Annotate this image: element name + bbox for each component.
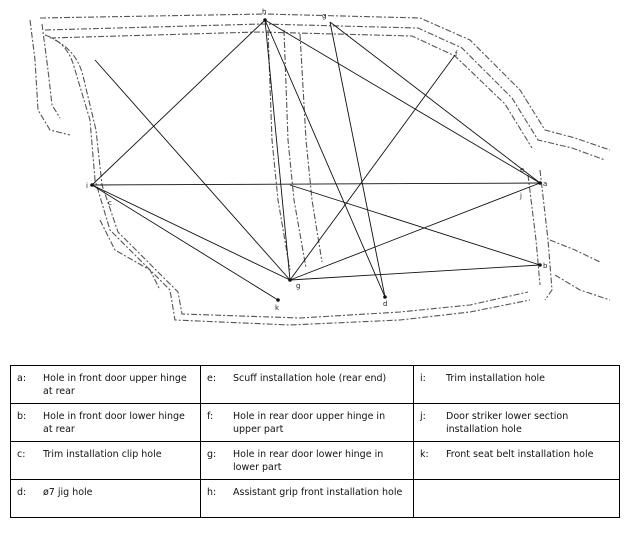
legend-cell-a: a: Hole in front door upper hinge at rear (10, 365, 201, 404)
vehicle-side-outline: h g f i a e j b k c g d (29, 8, 611, 326)
legend-key: a: (17, 373, 27, 384)
point-k-marker (276, 298, 280, 302)
legend-cell-k: k: Front seat belt installation hole (413, 441, 620, 480)
legend-key: f: (207, 411, 214, 422)
legend-key: i: (420, 373, 426, 384)
legend-cell-j: j: Door striker lower section installatio… (413, 403, 620, 442)
point-label-k: k (275, 304, 280, 312)
legend-row: b: Hole in front door lower hinge at rear… (10, 403, 620, 442)
point-label-a: a (543, 180, 547, 188)
legend-desc: Scuff installation hole (rear end) (233, 373, 387, 384)
legend-cell-f: f: Hole in rear door upper hinge in upper… (200, 403, 414, 442)
point-label-b: b (543, 262, 548, 270)
legend-row: d: ø7 jig hole h: Assistant grip front ins… (10, 479, 620, 518)
body-dimension-diagram: h g f i a e j b k c g d (29, 8, 611, 326)
legend-key: e: (207, 373, 217, 384)
measurement-lines (91, 19, 541, 301)
legend-key: h: (207, 487, 217, 498)
legend-desc: Door striker lower section installation … (446, 411, 569, 435)
point-g-marker (288, 278, 292, 282)
legend-cell-e: e: Scuff installation hole (rear end) (200, 365, 414, 404)
legend-key: j: (420, 411, 426, 422)
legend-desc: Assistant grip front installation hole (233, 487, 403, 498)
point-label-e: e (520, 166, 524, 174)
point-label-j: j (519, 192, 522, 200)
legend-desc: Hole in rear door lower hinge in lower p… (233, 449, 384, 473)
point-label-f: f (455, 50, 458, 58)
point-labels: h g f i a e j b k c g d (86, 8, 548, 312)
legend-desc: Hole in front door lower hinge at rear (43, 411, 185, 435)
body-outline (29, 13, 611, 326)
legend-desc: Trim installation clip hole (43, 449, 162, 460)
legend-cell-empty (413, 479, 620, 518)
legend-desc: Hole in front door upper hinge at rear (43, 373, 187, 397)
point-h-marker (263, 18, 267, 22)
point-label-h: h (262, 8, 266, 16)
legend-table: a: Hole in front door upper hinge at rear… (10, 365, 620, 518)
legend-row: a: Hole in front door upper hinge at rear… (10, 365, 620, 404)
legend-cell-d: d: ø7 jig hole (10, 479, 201, 518)
point-label-c: c (108, 199, 112, 207)
legend-desc: Trim installation hole (446, 373, 546, 384)
legend-key: d: (17, 487, 27, 498)
legend-cell-i: i: Trim installation hole (413, 365, 620, 404)
point-b-marker (538, 263, 542, 267)
point-i-marker (90, 183, 94, 187)
legend-cell-b: b: Hole in front door lower hinge at rear (10, 403, 201, 442)
point-d-marker (383, 295, 387, 299)
point-a-marker (538, 181, 542, 185)
legend-key: k: (420, 449, 429, 460)
legend-key: g: (207, 449, 217, 460)
point-label-g-top: g (322, 12, 326, 20)
legend-key: c: (17, 449, 26, 460)
point-label-d: d (383, 300, 387, 308)
point-label-g: g (296, 282, 300, 290)
legend-cell-h: h: Assistant grip front installation hole (200, 479, 414, 518)
legend-cell-g: g: Hole in rear door lower hinge in lower… (200, 441, 414, 480)
legend-desc: Hole in rear door upper hinge in upper p… (233, 411, 386, 435)
legend-cell-c: c: Trim installation clip hole (10, 441, 201, 480)
legend-desc: Front seat belt installation hole (446, 449, 594, 460)
legend-key: b: (17, 411, 27, 422)
point-label-i: i (86, 182, 88, 190)
legend-desc: ø7 jig hole (43, 487, 93, 498)
point-markers (90, 18, 542, 302)
legend-row: c: Trim installation clip hole g: Hole in … (10, 441, 620, 480)
